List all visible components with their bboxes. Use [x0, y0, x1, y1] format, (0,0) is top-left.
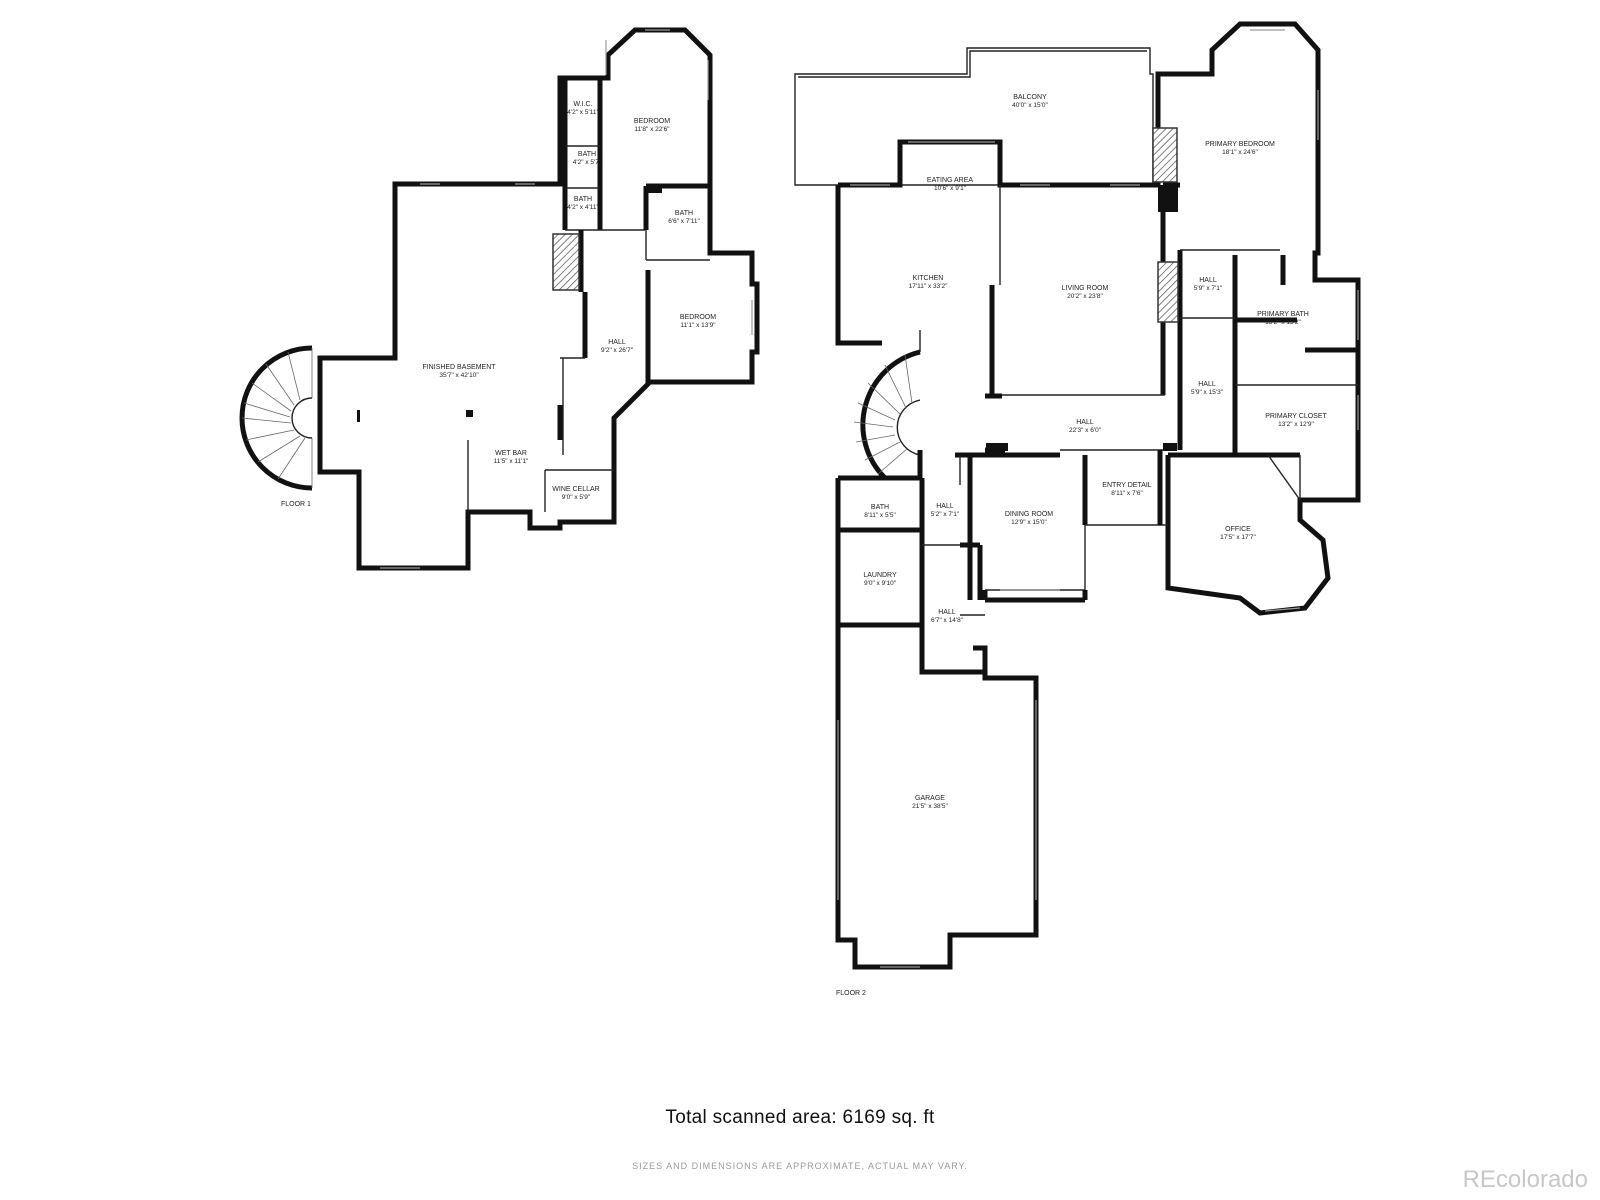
- room-name: W.I.C.: [573, 101, 592, 108]
- floor-1-plan: W.I.C. 4'2" x 5'11" BATH 4'2" x 5'7" BAT…: [239, 27, 760, 571]
- room-dims: 11'5" x 11'1": [494, 458, 529, 465]
- room-dims: 8'11" x 5'5": [864, 512, 896, 519]
- room-name: PRIMARY BATH: [1257, 311, 1309, 318]
- room-dims: 5'9" x 15'3": [1191, 389, 1224, 396]
- room-name: BATH: [574, 196, 592, 203]
- room-name: HALL: [608, 339, 626, 346]
- room-dims: 18'1" x 24'6": [1222, 149, 1258, 156]
- floor-1-label: FLOOR 1: [281, 501, 311, 508]
- floor-2-interior-walls: [919, 182, 1358, 678]
- room-dims: 40'0" x 15'0": [1012, 102, 1048, 109]
- room-name: OFFICE: [1225, 526, 1251, 533]
- room-dims: 10'6" x 9'1": [934, 185, 967, 192]
- room-name: BATH: [871, 504, 889, 511]
- floor-1-windows: [380, 29, 753, 569]
- room-name: FINISHED BASEMENT: [422, 364, 496, 371]
- room-name: HALL: [1198, 381, 1216, 388]
- room-name: HALL: [1076, 419, 1094, 426]
- room-name: HALL: [938, 609, 956, 616]
- floor-2-spiral-stair-outer: [860, 349, 921, 480]
- room-name: BEDROOM: [680, 314, 716, 321]
- room-dims: 8'11" x 7'6": [1111, 490, 1143, 497]
- room-dims: 22'3" x 6'0": [1069, 427, 1102, 434]
- total-area-caption: Total scanned area: 6169 sq. ft: [665, 1107, 935, 1128]
- floor-2-stair-treads: [853, 354, 913, 475]
- room-dims: 20'2" x 23'8": [1067, 293, 1103, 300]
- room-name: HALL: [1199, 277, 1217, 284]
- disclaimer-text: SIZES AND DIMENSIONS ARE APPROXIMATE, AC…: [632, 1161, 968, 1171]
- room-name: PRIMARY BEDROOM: [1205, 141, 1275, 148]
- room-name: BEDROOM: [634, 118, 670, 125]
- room-name: GARAGE: [915, 795, 945, 802]
- room-name: LIVING ROOM: [1062, 285, 1109, 292]
- room-name: ENTRY DETAIL: [1102, 482, 1152, 489]
- living-room-fireplace: [1157, 261, 1179, 323]
- room-name: BATH: [578, 151, 596, 158]
- room-dims: 9'0" x 5'9": [562, 494, 591, 501]
- room-dims: 9'2" x 26'7": [601, 347, 634, 354]
- room-dims: 4'2" x 5'7": [573, 159, 602, 166]
- room-dims: 13'2" x 15'2": [1265, 319, 1301, 326]
- room-name: PRIMARY CLOSET: [1265, 413, 1327, 420]
- floor-2-label: FLOOR 2: [836, 990, 866, 997]
- room-dims: 12'9" x 15'0": [1011, 519, 1047, 526]
- room-dims: 5'9" x 7'1": [1194, 285, 1223, 292]
- room-name: BATH: [675, 210, 693, 217]
- floor-2-spiral-stair-inner: [896, 399, 921, 456]
- floor-1-interior-walls: [467, 78, 710, 512]
- room-name: WET BAR: [495, 450, 527, 457]
- room-name: DINING ROOM: [1005, 511, 1053, 518]
- room-dims: 4'2" x 5'11": [567, 109, 599, 116]
- room-name: LAUNDRY: [863, 572, 897, 579]
- room-dims: 9'0" x 9'10": [864, 580, 897, 587]
- room-name: WINE CELLAR: [552, 486, 599, 493]
- room-dims: 35'7" x 42'10": [439, 372, 479, 379]
- room-name: BALCONY: [1013, 94, 1047, 101]
- floor-1-outer-wall: [317, 27, 760, 571]
- room-dims: 11'8" x 22'6": [634, 126, 670, 133]
- room-dims: 17'5" x 17'7": [1220, 534, 1256, 541]
- garage-wall: [835, 478, 1039, 970]
- room-name: HALL: [936, 503, 954, 510]
- floor-1-column: [466, 410, 473, 417]
- balcony-outline: [794, 47, 1154, 186]
- room-dims: 21'5" x 38'5": [912, 803, 948, 810]
- room-name: KITCHEN: [913, 275, 944, 282]
- floor-1-spiral-stair-inner: [291, 397, 313, 439]
- primary-bedroom-fireplace: [1152, 127, 1178, 183]
- floor-2-plan: BALCONY 40'0" x 15'0" PRIMARY BEDROOM 18…: [794, 21, 1361, 997]
- floor-1-spiral-stair-outer: [239, 345, 313, 491]
- brand-logo: REcolorado: [1462, 1166, 1588, 1193]
- room-dims: 11'1" x 13'9": [680, 322, 716, 329]
- room-dims: 4'2" x 4'11": [567, 204, 599, 211]
- floor-1-stair-treads: [241, 348, 313, 488]
- room-dims: 5'2" x 7'1": [931, 511, 960, 518]
- floor-1-fireplace: [552, 233, 580, 291]
- room-dims: 17'11" x 33'2": [909, 283, 948, 290]
- room-dims: 13'2" x 12'9": [1278, 421, 1314, 428]
- room-dims: 6'7" x 14'8": [931, 617, 964, 624]
- room-dims: 6'6" x 7'11": [668, 218, 700, 225]
- floor-2-windows: [837, 29, 1359, 968]
- room-name: EATING AREA: [927, 177, 973, 184]
